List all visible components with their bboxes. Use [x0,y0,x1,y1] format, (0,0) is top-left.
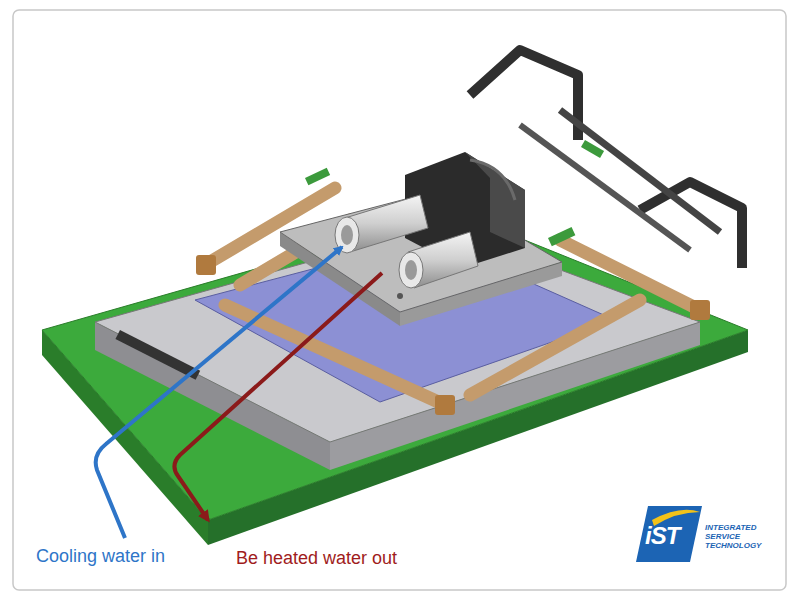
water-pipes [335,195,478,288]
flow-label: Be heated water out [236,548,397,569]
company-logo [636,506,702,562]
image-frame [13,10,786,590]
outflow-arrow [174,273,382,520]
logo-text: INTEGRATED SERVICE TECHNOLOGY [705,523,777,551]
flow-label: Cooling water in [36,546,165,567]
logo-mark: iST [645,522,679,550]
inflow-arrow [96,247,342,538]
